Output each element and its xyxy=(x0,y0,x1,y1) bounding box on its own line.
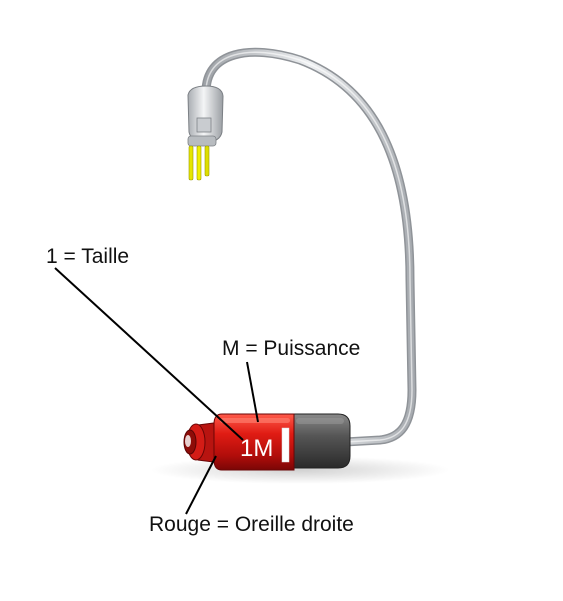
leader-lines xyxy=(54,267,259,515)
leader-line-side xyxy=(185,455,217,515)
leader-line-size xyxy=(54,267,244,441)
label-power: M = Puissance xyxy=(222,337,361,360)
receiver-marking: 1M xyxy=(240,435,273,462)
connector-pins xyxy=(188,145,210,181)
label-size: 1 = Taille xyxy=(46,245,130,268)
receiver-wire xyxy=(201,47,417,447)
label-side: Rouge = Oreille droite xyxy=(149,513,354,536)
leader-line-power xyxy=(246,361,259,423)
connector-icon xyxy=(187,85,224,181)
receiver-icon: 1M xyxy=(183,413,351,471)
